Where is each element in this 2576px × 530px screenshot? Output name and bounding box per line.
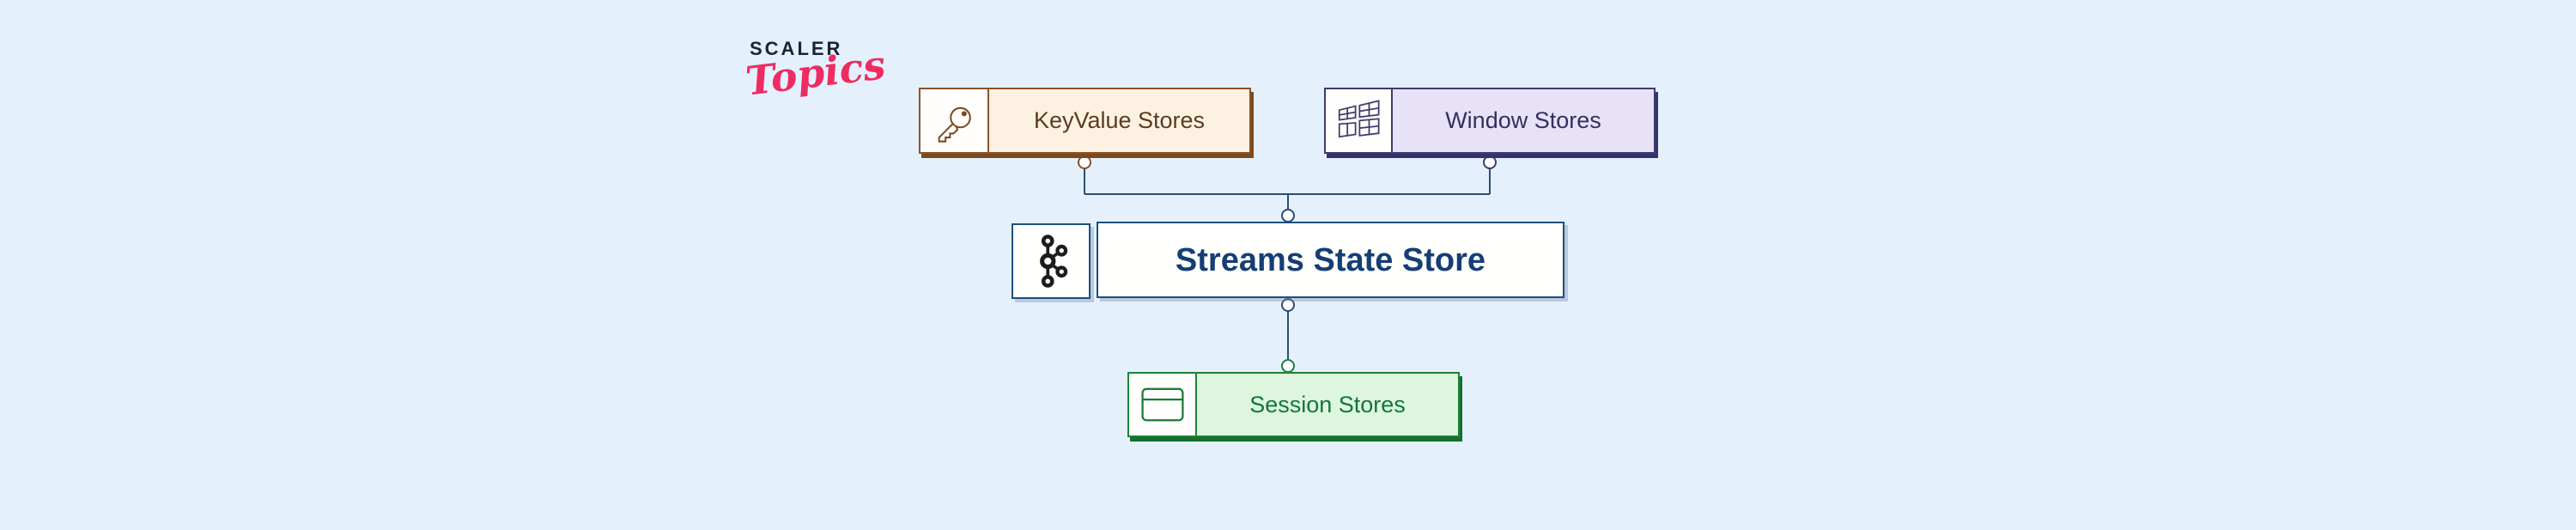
node-streams-icon-box bbox=[1012, 223, 1091, 299]
session-icon-cell bbox=[1129, 374, 1197, 436]
session-stores-label: Session Stores bbox=[1249, 391, 1406, 417]
port-session-top bbox=[1281, 359, 1295, 373]
port-streams-bottom bbox=[1281, 298, 1295, 312]
port-window-bottom bbox=[1483, 155, 1497, 169]
port-streams-top bbox=[1281, 209, 1295, 222]
scaler-topics-logo: SCALER Topics bbox=[744, 38, 889, 105]
node-streams-state-store: Streams State Store bbox=[1097, 222, 1564, 298]
window-stores-label: Window Stores bbox=[1445, 107, 1601, 133]
browser-window-icon bbox=[1140, 387, 1184, 422]
node-keyvalue-stores: KeyValue Stores bbox=[919, 88, 1251, 154]
keyvalue-stores-label: KeyValue Stores bbox=[1033, 107, 1206, 133]
key-icon bbox=[938, 107, 971, 143]
window-icon-cell bbox=[1326, 89, 1393, 152]
logo-brand-text: SCALER bbox=[750, 38, 843, 59]
windows-grid-icon bbox=[1338, 99, 1380, 137]
kafka-icon bbox=[1040, 235, 1068, 288]
node-session-stores: Session Stores bbox=[1127, 372, 1460, 437]
logo-sub-text: Topics bbox=[743, 41, 889, 105]
keyvalue-icon-cell bbox=[920, 89, 989, 152]
node-window-stores: Window Stores bbox=[1324, 88, 1656, 154]
streams-state-store-label: Streams State Store bbox=[1175, 241, 1486, 278]
port-keyvalue-bottom bbox=[1078, 155, 1091, 169]
